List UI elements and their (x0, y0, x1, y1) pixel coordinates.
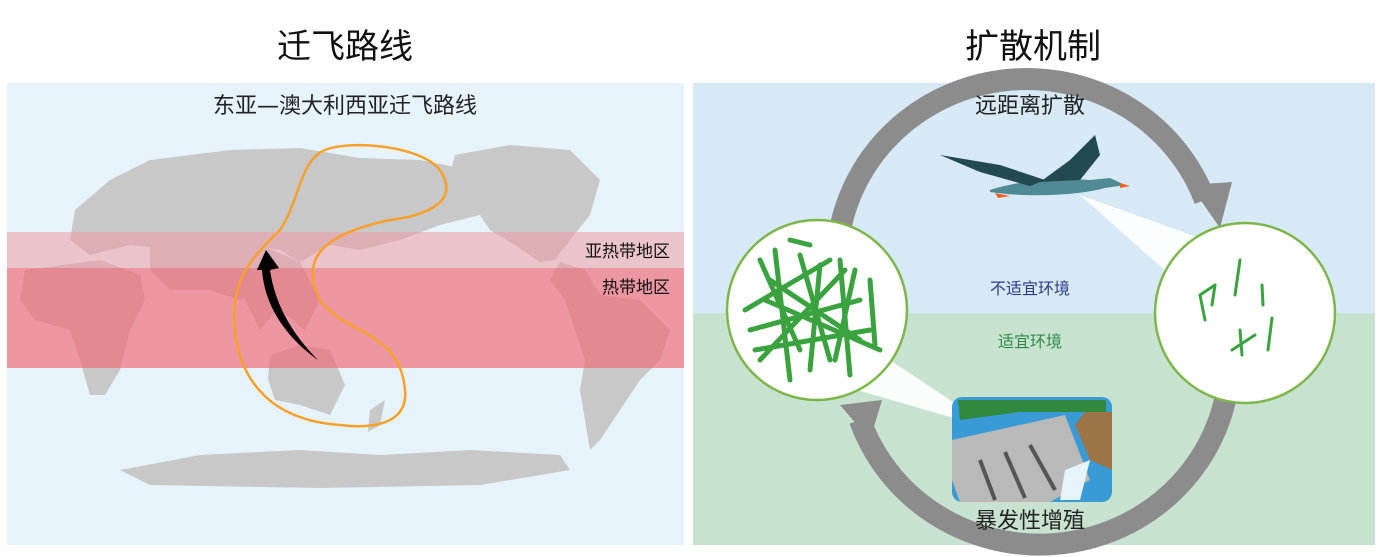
migration-arrow-icon (257, 250, 318, 360)
bottom-cycle-arc (849, 397, 1236, 556)
sparse-circle (1153, 221, 1337, 405)
bottom-arrowhead-icon (840, 400, 882, 440)
bird-callout (1080, 195, 1205, 275)
flyway-outline (232, 143, 448, 428)
flyway-map: 东亚—澳大利西亚迁飞路线 亚热带地区 热带地区 (7, 83, 684, 545)
tropical-label: 热带地区 (602, 278, 670, 298)
bird-icon (940, 135, 1130, 198)
explosive-proliferation-label: 暴发性增殖 (975, 509, 1085, 534)
subtropical-label: 亚热带地区 (585, 242, 670, 262)
dense-algae-icon (742, 237, 883, 383)
suitable-environment-label: 适宜环境 (998, 332, 1062, 351)
left-panel-title: 迁飞路线 (277, 27, 413, 67)
top-arrowhead-icon (1190, 182, 1232, 228)
dam-reservoir-icon (952, 397, 1112, 502)
unsuitable-environment-label: 不适宜环境 (990, 279, 1070, 298)
dispersal-diagram: 远距离扩散 暴发性增殖 不适宜环境 适宜环境 (693, 68, 1375, 556)
sparse-algae-icon (1198, 258, 1274, 357)
right-panel-title: 扩散机制 (965, 27, 1101, 67)
long-distance-dispersal-label: 远距离扩散 (975, 94, 1085, 119)
top-cycle-arc (829, 68, 1216, 233)
tropical-band (7, 268, 684, 368)
map-title: 东亚—澳大利西亚迁飞路线 (213, 94, 477, 119)
subtropical-band (7, 232, 684, 268)
